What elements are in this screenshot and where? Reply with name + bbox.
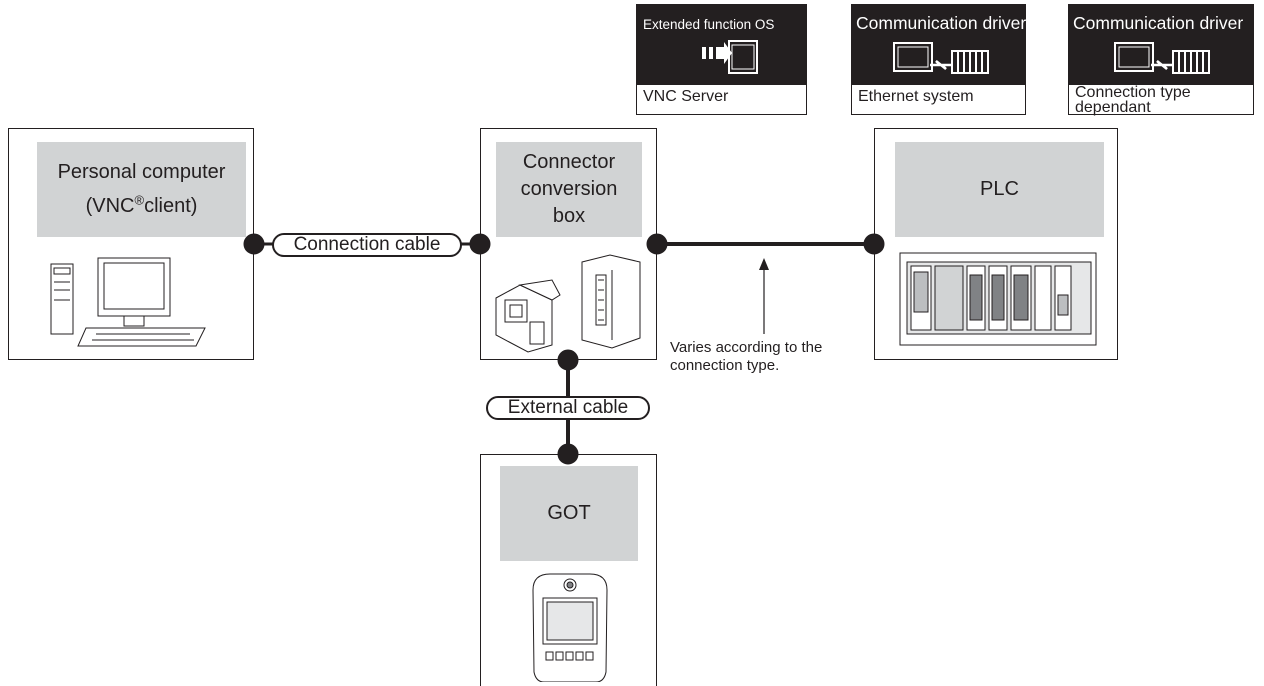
got-label-text: GOT	[547, 502, 591, 524]
plc-hardware-illustration	[899, 252, 1097, 346]
connection-type-note: Varies according to the connection type.	[670, 339, 822, 375]
communication-driver-icon	[1114, 42, 1210, 74]
connection-point	[646, 233, 668, 255]
card-body: Ethernet system	[858, 88, 974, 105]
note-line1: Varies according to the	[670, 339, 823, 356]
pc-label-line2: (VNC®client)	[85, 192, 198, 217]
software-transfer-icon	[702, 40, 758, 74]
card-header-title: Extended function OS	[643, 17, 775, 32]
card-communication-driver-ethernet: Communication driver Ethernet system	[851, 4, 1026, 115]
got-label: GOT	[500, 466, 638, 561]
plc-label-text: PLC	[980, 178, 1019, 200]
external-cable-label: External cable	[486, 396, 650, 420]
note-arrow-head	[759, 258, 769, 270]
card-body: VNC Server	[643, 88, 729, 105]
personal-computer-illustration	[50, 257, 206, 347]
got-handheld-illustration	[532, 573, 608, 682]
connector-hardware-illustration	[495, 254, 641, 353]
connection-cable-label: Connection cable	[272, 233, 462, 257]
card-header: Extended function OS	[637, 5, 806, 85]
card-header-title: Communication driver	[856, 13, 1027, 33]
card-body: Connection type dependant	[1075, 84, 1191, 116]
external-cable-text: External cable	[507, 397, 629, 418]
card-communication-driver-connection: Communication driver Connection type dep…	[1068, 4, 1254, 116]
connector-conversion-box-label: Connector conversion box	[496, 142, 642, 237]
pc-label-post: client)	[144, 194, 198, 217]
card-extended-function-os: Extended function OS VNC Server	[636, 4, 807, 115]
card-header-title: Communication driver	[1073, 13, 1244, 33]
pc-label-pre: (VNC	[85, 194, 135, 217]
personal-computer-label: Personal computer (VNC®client)	[37, 142, 246, 237]
card-body-line1: Connection type	[1075, 84, 1191, 101]
card-header: Communication driver	[852, 5, 1027, 85]
note-line2: connection type.	[670, 357, 780, 374]
card-body-line2: dependant	[1075, 99, 1151, 116]
connection-point	[557, 443, 579, 465]
pc-label-line1: Personal computer	[57, 161, 226, 184]
connector-label-line3: box	[552, 205, 586, 227]
connection-point	[557, 349, 579, 371]
card-header: Communication driver	[1069, 5, 1253, 85]
connection-cable-text: Connection cable	[293, 234, 441, 255]
pc-label-sup: ®	[134, 192, 145, 208]
connector-label-line2: conversion	[520, 178, 618, 200]
connection-point	[863, 233, 885, 255]
connector-label-line1: Connector	[522, 151, 616, 173]
connection-point	[243, 233, 265, 255]
communication-driver-icon	[893, 42, 989, 74]
plc-label: PLC	[895, 142, 1104, 237]
connection-point	[469, 233, 491, 255]
